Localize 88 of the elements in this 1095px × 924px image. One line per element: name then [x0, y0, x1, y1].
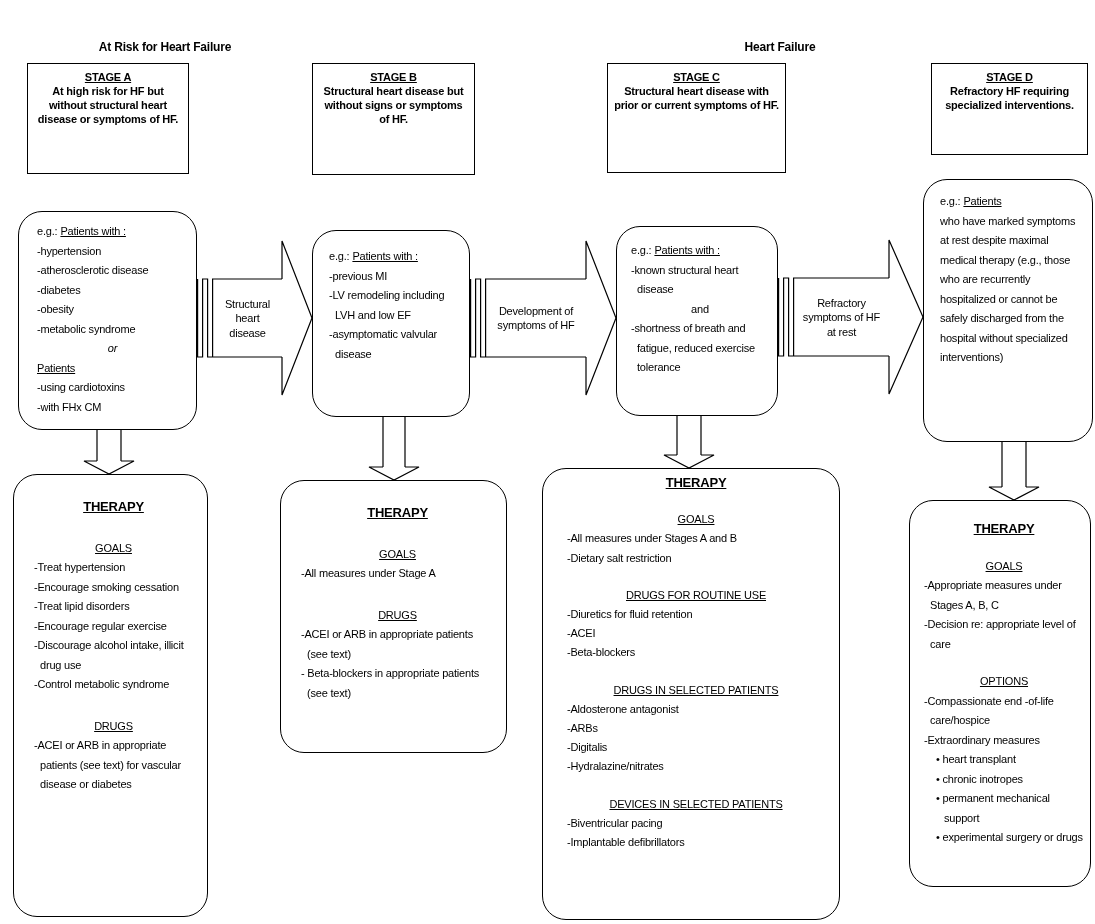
section-heading: DRUGS [93, 718, 134, 734]
therapy-heading: THERAPY [664, 474, 728, 492]
bullet-item: • permanent mechanical support [935, 791, 1051, 826]
list-item: -diabetes [37, 282, 82, 298]
section-heading: GOALS [378, 546, 417, 562]
therapy-box [542, 468, 840, 920]
stage-description: Structural heart disease with prior or current symptoms of HF. [614, 84, 779, 112]
patient-heading: Patients with : [60, 224, 126, 239]
example-label: e.g.: [631, 243, 652, 258]
list-item: -All measures under Stage A [301, 566, 437, 581]
list-item: -Diuretics for fluid retention [567, 607, 694, 622]
list-item: -Hydralazine/nitrates [567, 759, 665, 775]
list-item: -Extraordinary measures [924, 732, 1041, 748]
list-item: -atherosclerotic disease [37, 263, 150, 278]
list-item: -Beta-blockers [567, 645, 637, 661]
list-item: -ACEI or ARB in appropriate patients (see text) [301, 627, 474, 662]
list-item: -LV remodeling including LVH and low EF [329, 288, 446, 323]
group-heading: At Risk for Heart Failure [98, 40, 232, 54]
list-item: -obesity [37, 302, 75, 317]
stage-title: STAGE C [673, 70, 720, 84]
list-item: -asymptomatic valvular disease [329, 327, 439, 362]
list-item: -Treat lipid disorders [34, 599, 131, 614]
list-item: -ACEI [567, 626, 597, 642]
therapy-heading: THERAPY [972, 520, 1036, 538]
section-heading: DRUGS IN SELECTED PATIENTS [612, 682, 780, 698]
stage-description: Refractory HF requiring specialized interventions. [944, 84, 1075, 112]
stage-description: At high risk for HF but without structural heart disease or symptoms of HF. [36, 84, 180, 126]
list-item: -Appropriate measures under Stages A, B, C [924, 578, 1063, 613]
stage-box [27, 63, 189, 174]
section-heading: OPTIONS [978, 674, 1030, 689]
list-item: -Treat hypertension [34, 560, 127, 575]
bullet-item: • chronic inotropes [935, 771, 1024, 787]
list-item: -Decision re: appropriate level of care [924, 617, 1077, 652]
section-heading: DEVICES IN SELECTED PATIENTS [608, 796, 784, 812]
bullet-item: • heart transplant [935, 752, 1017, 767]
list-item: -Digitalis [567, 740, 609, 756]
example-label: e.g.: [940, 194, 961, 209]
description-text: who have marked symptoms at rest despite maximal medical therapy (e.g., those who are recurrently hospitalized or cannot be safely discharged from the hospital without specialized interventions) [940, 213, 1077, 365]
patient-box [18, 211, 197, 430]
connector-word: and [690, 301, 710, 317]
bullet-item: • experimental surgery or drugs [935, 830, 1084, 845]
stage-box [931, 63, 1088, 155]
list-item: -All measures under Stages A and B [567, 531, 738, 547]
stage-description: Structural heart disease but without signs or symptoms of HF. [322, 84, 465, 126]
list-item: -Dietary salt restriction [567, 550, 673, 566]
section-heading: DRUGS [377, 607, 418, 623]
stage-title: STAGE D [986, 70, 1033, 84]
list-item: -Biventricular pacing [567, 815, 664, 831]
therapy-box [13, 474, 208, 917]
connector-word: or [106, 341, 119, 356]
therapy-heading: THERAPY [82, 498, 145, 516]
list-item: -hypertension [37, 243, 103, 259]
list-item: -metabolic syndrome [37, 321, 137, 337]
group-heading: Heart Failure [744, 40, 816, 54]
list-item: -Discourage alcohol intake, illicit drug use [34, 638, 185, 673]
section-heading: GOALS [94, 540, 133, 556]
section-heading: GOALS [676, 512, 716, 528]
list-item: -Encourage smoking cessation [34, 579, 180, 595]
patient-box [616, 226, 778, 416]
stage-box [312, 63, 475, 175]
therapy-box [280, 480, 507, 753]
stage-title: STAGE A [84, 70, 132, 84]
patient-heading: Patients with : [352, 249, 418, 264]
section-heading: GOALS [984, 558, 1024, 574]
therapy-box [909, 500, 1091, 887]
stage-title: STAGE B [370, 70, 417, 84]
list-item: -shortness of breath and fatigue, reduced exercise tolerance [631, 321, 756, 375]
example-label: e.g.: [37, 224, 58, 239]
list-item: - Beta-blockers in appropriate patients (see text) [301, 666, 481, 701]
list-item: -Encourage regular exercise [34, 618, 168, 634]
section-heading: DRUGS FOR ROUTINE USE [625, 587, 767, 603]
example-label: e.g.: [329, 249, 350, 264]
patient-heading: Patients with : [654, 243, 720, 258]
list-item: -Compassionate end -of-life care/hospice [924, 693, 1055, 728]
list-item: -ACEI or ARB in appropriate patients (see text) for vascular disease or diabetes [34, 738, 182, 792]
patient-heading: Patients [963, 194, 1002, 209]
therapy-heading: THERAPY [366, 504, 429, 522]
patient-heading: Patients [37, 360, 77, 376]
list-item: -ARBs [567, 721, 599, 737]
list-item: -using cardiotoxins [37, 380, 126, 395]
list-item: -Aldosterone antagonist [567, 701, 680, 717]
stage-box [607, 63, 786, 173]
list-item: -previous MI [329, 268, 389, 284]
patient-box [312, 230, 470, 417]
list-item: -with FHx CM [37, 399, 103, 415]
list-item: -Control metabolic syndrome [34, 677, 171, 692]
list-item: -Implantable defibrillators [567, 835, 686, 851]
patient-box [923, 179, 1093, 442]
